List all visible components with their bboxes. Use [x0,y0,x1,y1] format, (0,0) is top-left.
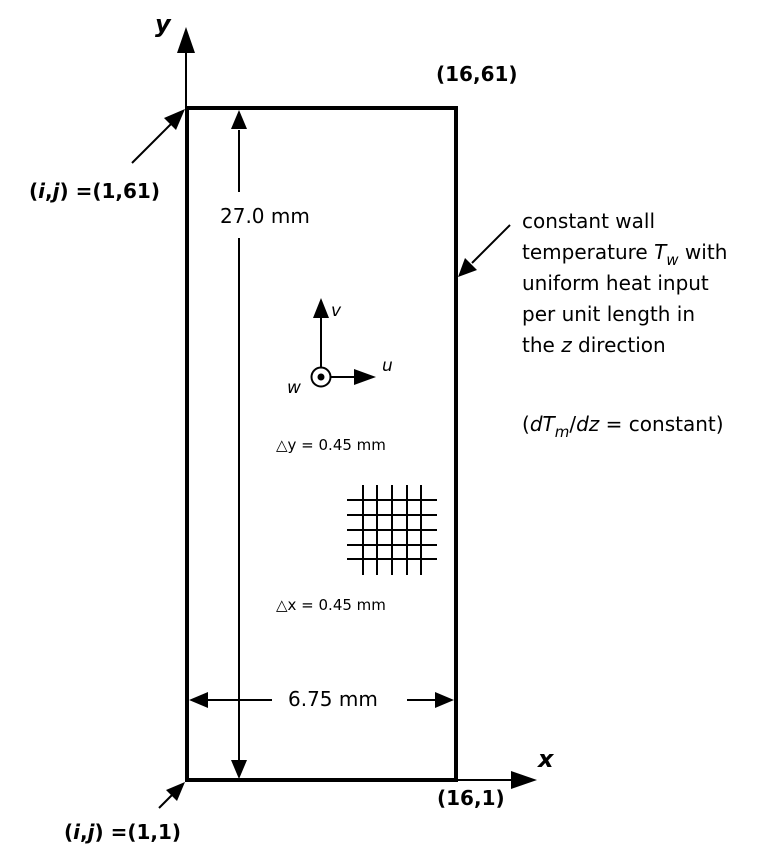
corner-pointer-top-left [131,109,185,164]
height-dimension-label: 27.0 mm [220,204,310,228]
x-axis-label: x [538,745,554,773]
dx-label: △x = 0.45 mm [276,596,386,614]
corner-label-top-left: (i,j) =(1,61) [29,179,160,203]
corner-label-bottom-left: (i,j) =(1,1) [64,820,182,844]
channel-boundary [185,106,458,782]
width-dimension-label: 6.75 mm [288,687,378,711]
y-axis-arrowhead-icon [177,27,195,53]
velocity-u-label: u [382,356,393,376]
boundary-condition-note: constant wall temperature Tw with unifor… [522,206,727,361]
corner-label-top-right: (16,61) [436,62,518,86]
height-dimension-arrow [231,110,247,779]
heat-gradient-equation: (dTm/dz = constant) [522,412,724,441]
velocity-components-icon [310,298,376,388]
note-line-1: constant wall [522,209,656,233]
wall-pointer [458,224,511,277]
velocity-v-label: v [331,301,342,321]
velocity-w-label: w [287,378,301,398]
y-axis-label: y [155,10,171,38]
width-dimension-arrow [189,692,454,708]
corner-label-bottom-right: (16,1) [437,786,505,810]
dy-label: △y = 0.45 mm [276,436,386,454]
note-line-5: the z direction [522,333,666,357]
note-line-2: temperature Tw with [522,240,728,269]
corner-pointer-bottom-left [158,782,185,809]
mesh-grid-icon [347,485,437,575]
note-line-4: per unit length in [522,302,696,326]
x-axis-arrowhead-icon [511,771,537,789]
note-line-3: uniform heat input [522,271,709,295]
